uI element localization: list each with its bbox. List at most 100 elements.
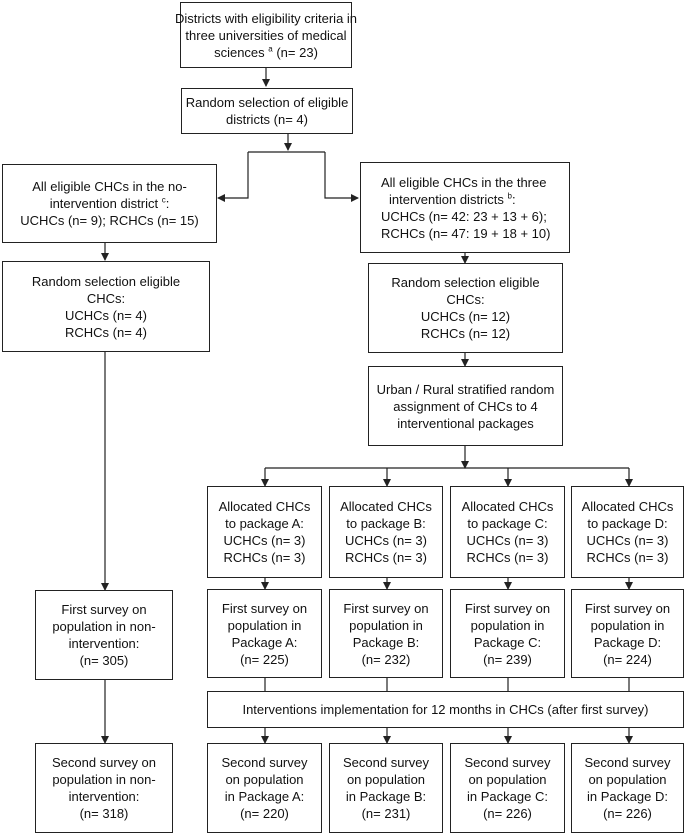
box-line: UCHCs (n= 3): [586, 533, 669, 548]
int-eligible-box: All eligible CHCs in the three intervent…: [360, 162, 570, 253]
box-line: intervention district c:: [50, 195, 170, 212]
box-line: (n= 226): [483, 806, 532, 821]
box-line: on population: [468, 772, 547, 787]
box-text: intervention district: [49, 196, 162, 211]
box-line: Random selection eligible: [31, 273, 181, 289]
box-text: sciences: [214, 44, 269, 60]
box-line: (n= 305): [79, 653, 129, 668]
box-line: assignment of CHCs to 4: [393, 398, 538, 414]
box-line: Package C:: [473, 634, 542, 650]
box-line: RCHCs (n= 47: 19 + 18 + 10): [381, 225, 551, 241]
box-line: Package A:: [231, 634, 298, 650]
box-line: three universities of medical: [185, 27, 347, 43]
box-line: Second survey: [584, 755, 671, 770]
box-line: Second survey: [343, 755, 429, 770]
nonint-eligible-box: All eligible CHCs in the no- interventio…: [2, 164, 217, 243]
box-line: UCHCs (n= 9); RCHCs (n= 15): [20, 213, 199, 228]
box-line: population in: [349, 617, 423, 633]
box-line: (n= 226): [603, 806, 652, 821]
random-districts-box: Random selection of eligible districts (…: [181, 88, 353, 134]
box-line: Random selection eligible: [391, 275, 540, 290]
box-line: intervention districts b:: [381, 191, 516, 208]
footnote-marker: c: [161, 195, 166, 205]
box-line: to package C:: [467, 516, 548, 531]
box-line: on population: [588, 772, 667, 787]
box-line: Interventions implementation for 12 mont…: [242, 702, 649, 717]
box-line: population in non-: [52, 619, 156, 634]
box-line: intervention:: [68, 636, 140, 651]
split-line: [217, 152, 249, 202]
box-line: UCHCs (n= 3): [223, 533, 306, 548]
nonint-first-survey-box: First survey on population in non- inter…: [35, 590, 173, 680]
box-line: in Package D:: [587, 789, 668, 804]
box-line: to package D:: [587, 516, 668, 531]
nonint-random-box: Random selection eligible CHCs: UCHCs (n…: [2, 261, 210, 352]
box-line: Second survey: [221, 755, 308, 770]
box-line: (n= 224): [603, 651, 652, 667]
box-line: First survey on: [343, 600, 429, 616]
box-line: RCHCs (n= 3): [466, 550, 549, 565]
box-line: (n= 239): [483, 651, 532, 667]
box-line: population in: [590, 617, 665, 633]
box-line: Districts with eligibility criteria in: [174, 10, 358, 26]
allocated-package-d-box: Allocated CHCs to package D: UCHCs (n= 3…: [571, 486, 684, 578]
allocated-package-c-box: Allocated CHCs to package C: UCHCs (n= 3…: [450, 486, 565, 578]
box-line: UCHCs (n= 3): [345, 533, 427, 548]
first-survey-package-d-box: First survey on population in Package D:…: [571, 589, 684, 678]
box-line: (n= 318): [79, 806, 129, 821]
int-random-box: Random selection eligible CHCs: UCHCs (n…: [368, 263, 563, 353]
split-line-right: [324, 152, 359, 202]
stratified-assignment-box: Urban / Rural stratified random assignme…: [368, 366, 563, 446]
box-line: UCHCs (n= 3): [466, 533, 549, 548]
second-survey-package-a-box: Second survey on population in Package A…: [207, 743, 322, 833]
box-line: Package D:: [593, 634, 662, 650]
box-line: in Package A:: [224, 789, 305, 804]
box-line: First survey on: [61, 602, 147, 617]
eligible-districts-box: Districts with eligibility criteria in t…: [175, 2, 357, 68]
box-line: RCHCs (n= 3): [223, 550, 306, 565]
box-line: RCHCs (n= 3): [345, 550, 427, 565]
second-survey-package-d-box: Second survey on population in Package D…: [571, 743, 684, 833]
box-line: All eligible CHCs in the no-: [32, 179, 187, 194]
box-line: population in: [227, 617, 302, 633]
box-line: CHCs:: [446, 292, 485, 307]
box-line: in Package C:: [467, 789, 548, 804]
box-line: UCHCs (n= 12): [420, 309, 511, 324]
box-line: interventional packages: [397, 415, 534, 431]
box-line: Package B:: [352, 634, 420, 650]
box-line: on population: [225, 772, 304, 787]
footnote-marker: a: [268, 44, 273, 54]
box-line: Urban / Rural stratified random: [376, 381, 555, 397]
box-line: population in non-: [52, 772, 156, 787]
box-line: (n= 225): [240, 651, 289, 667]
box-text: :: [511, 191, 516, 207]
box-line: Allocated CHCs: [581, 499, 674, 514]
box-line: (n= 220): [240, 806, 289, 821]
box-line: (n= 232): [361, 651, 411, 667]
box-line: UCHCs (n= 4): [65, 307, 147, 323]
first-survey-package-b-box: First survey on population in Package B:…: [329, 589, 443, 678]
box-line: to package B:: [346, 516, 426, 531]
box-line: districts (n= 4): [226, 112, 308, 127]
box-text: intervention districts: [389, 191, 508, 207]
box-line: RCHCs (n= 12): [420, 326, 511, 341]
box-line: sciences a (n= 23): [214, 44, 318, 61]
allocated-package-a-box: Allocated CHCs to package A: UCHCs (n= 3…: [207, 486, 322, 578]
box-line: population in: [470, 617, 545, 633]
box-line: on population: [346, 772, 426, 787]
box-line: Second survey: [464, 755, 551, 770]
box-line: Second survey on: [51, 755, 157, 770]
box-line: UCHCs (n= 42: 23 + 13 + 6);: [381, 208, 547, 224]
first-survey-package-c-box: First survey on population in Package C:…: [450, 589, 565, 678]
second-survey-package-c-box: Second survey on population in Package C…: [450, 743, 565, 833]
box-line: All eligible CHCs in the three: [381, 174, 547, 190]
first-survey-package-a-box: First survey on population in Package A:…: [207, 589, 322, 678]
box-line: First survey on: [584, 600, 671, 616]
implementation-box: Interventions implementation for 12 mont…: [207, 691, 684, 728]
second-survey-package-b-box: Second survey on population in Package B…: [329, 743, 443, 833]
box-line: CHCs:: [86, 290, 126, 306]
footnote-marker: b: [507, 191, 512, 201]
box-line: RCHCs (n= 3): [586, 550, 669, 565]
box-line: Allocated CHCs: [340, 499, 432, 514]
